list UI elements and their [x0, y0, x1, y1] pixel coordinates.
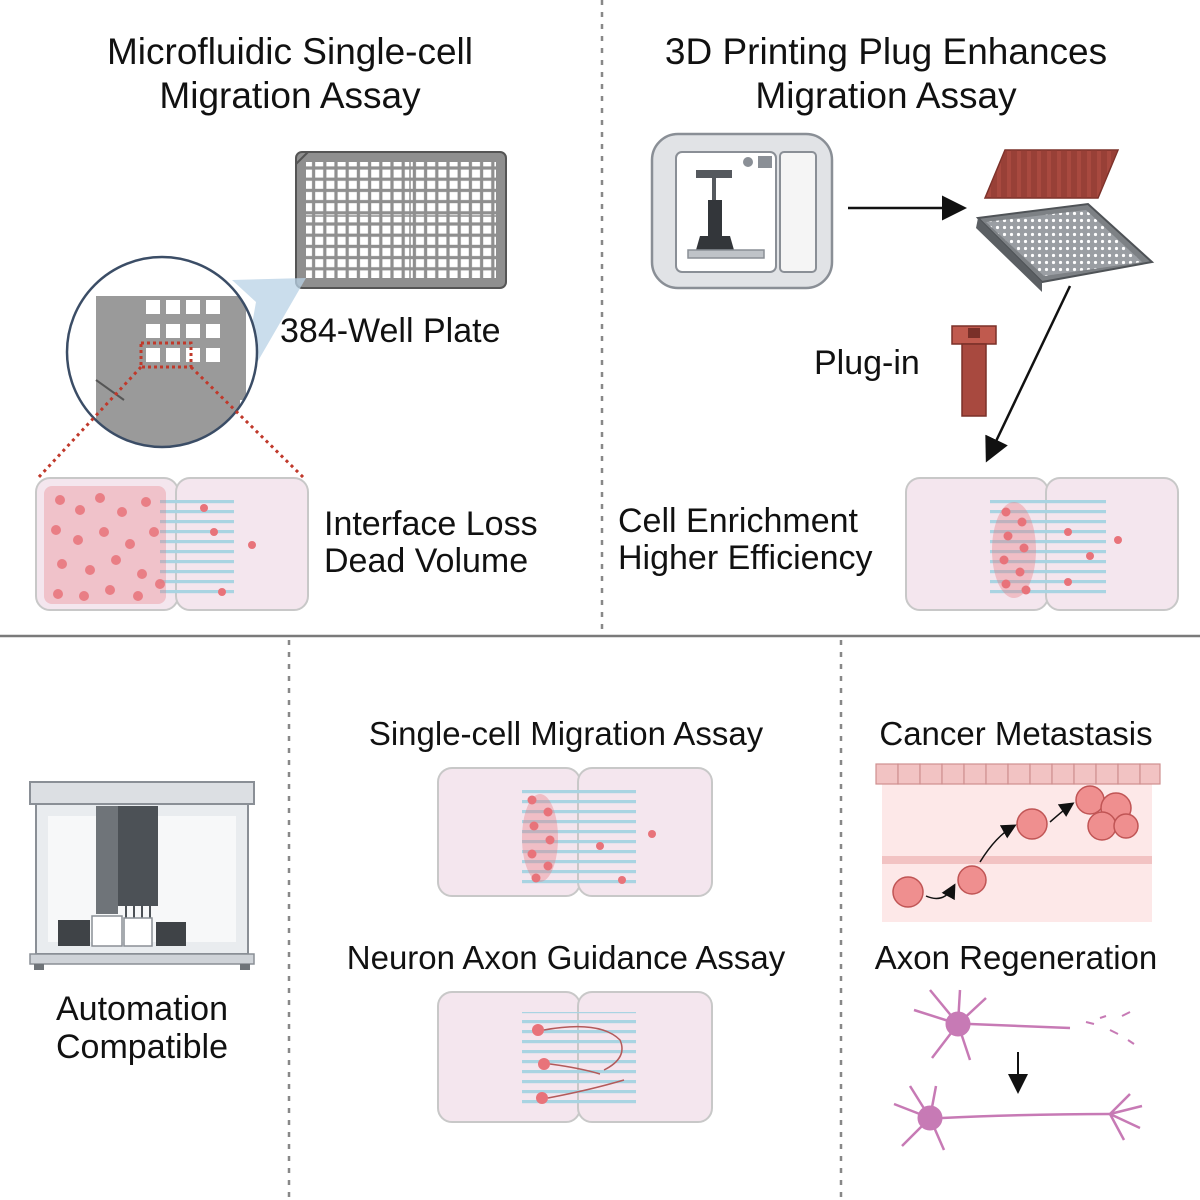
- axon-regeneration-illustration: [893, 989, 1143, 1151]
- 3d-printer: [650, 132, 834, 290]
- problem-line1: Interface Loss: [324, 505, 538, 543]
- assay2-title: Neuron Axon Guidance Assay: [346, 939, 786, 976]
- device-without-plug: [35, 477, 309, 611]
- problem-line2: Dead Volume: [324, 542, 529, 580]
- automation-line2: Compatible: [56, 1028, 228, 1066]
- plug-in-piece: [951, 325, 997, 417]
- liquid-handling-robot: [29, 781, 255, 970]
- arrow-plate-to-device: [985, 285, 1072, 463]
- device-with-plug: [905, 477, 1179, 611]
- well-plate-384: [295, 151, 507, 289]
- top-right-title-line1: 3D Printing Plug Enhances: [664, 31, 1108, 72]
- enriched-cell-cluster: [992, 502, 1122, 598]
- printed-plug-array: [983, 149, 1120, 199]
- cell-cluster: [44, 486, 166, 604]
- top-left-title-line1: Microfluidic Single-cell: [106, 31, 473, 72]
- plate-label: 384-Well Plate: [280, 312, 501, 350]
- automation-line1: Automation: [56, 990, 228, 1028]
- well-plate-tilted: [975, 202, 1155, 292]
- single-cell-migration-device: [437, 767, 713, 897]
- assay1-title: Single-cell Migration Assay: [368, 715, 764, 752]
- plug-in-label: Plug-in: [814, 344, 920, 382]
- plate-zoom-magnifier: [36, 255, 306, 480]
- top-right-title-line2: Migration Assay: [755, 75, 1017, 116]
- top-left-title-line2: Migration Assay: [159, 75, 421, 116]
- result-line1: Cell Enrichment: [618, 502, 858, 540]
- axon-guidance-device: [437, 991, 713, 1123]
- cancer-metastasis-illustration: [875, 763, 1161, 922]
- app2-title: Axon Regeneration: [874, 939, 1158, 976]
- app1-title: Cancer Metastasis: [879, 715, 1153, 752]
- result-line2: Higher Efficiency: [618, 539, 873, 577]
